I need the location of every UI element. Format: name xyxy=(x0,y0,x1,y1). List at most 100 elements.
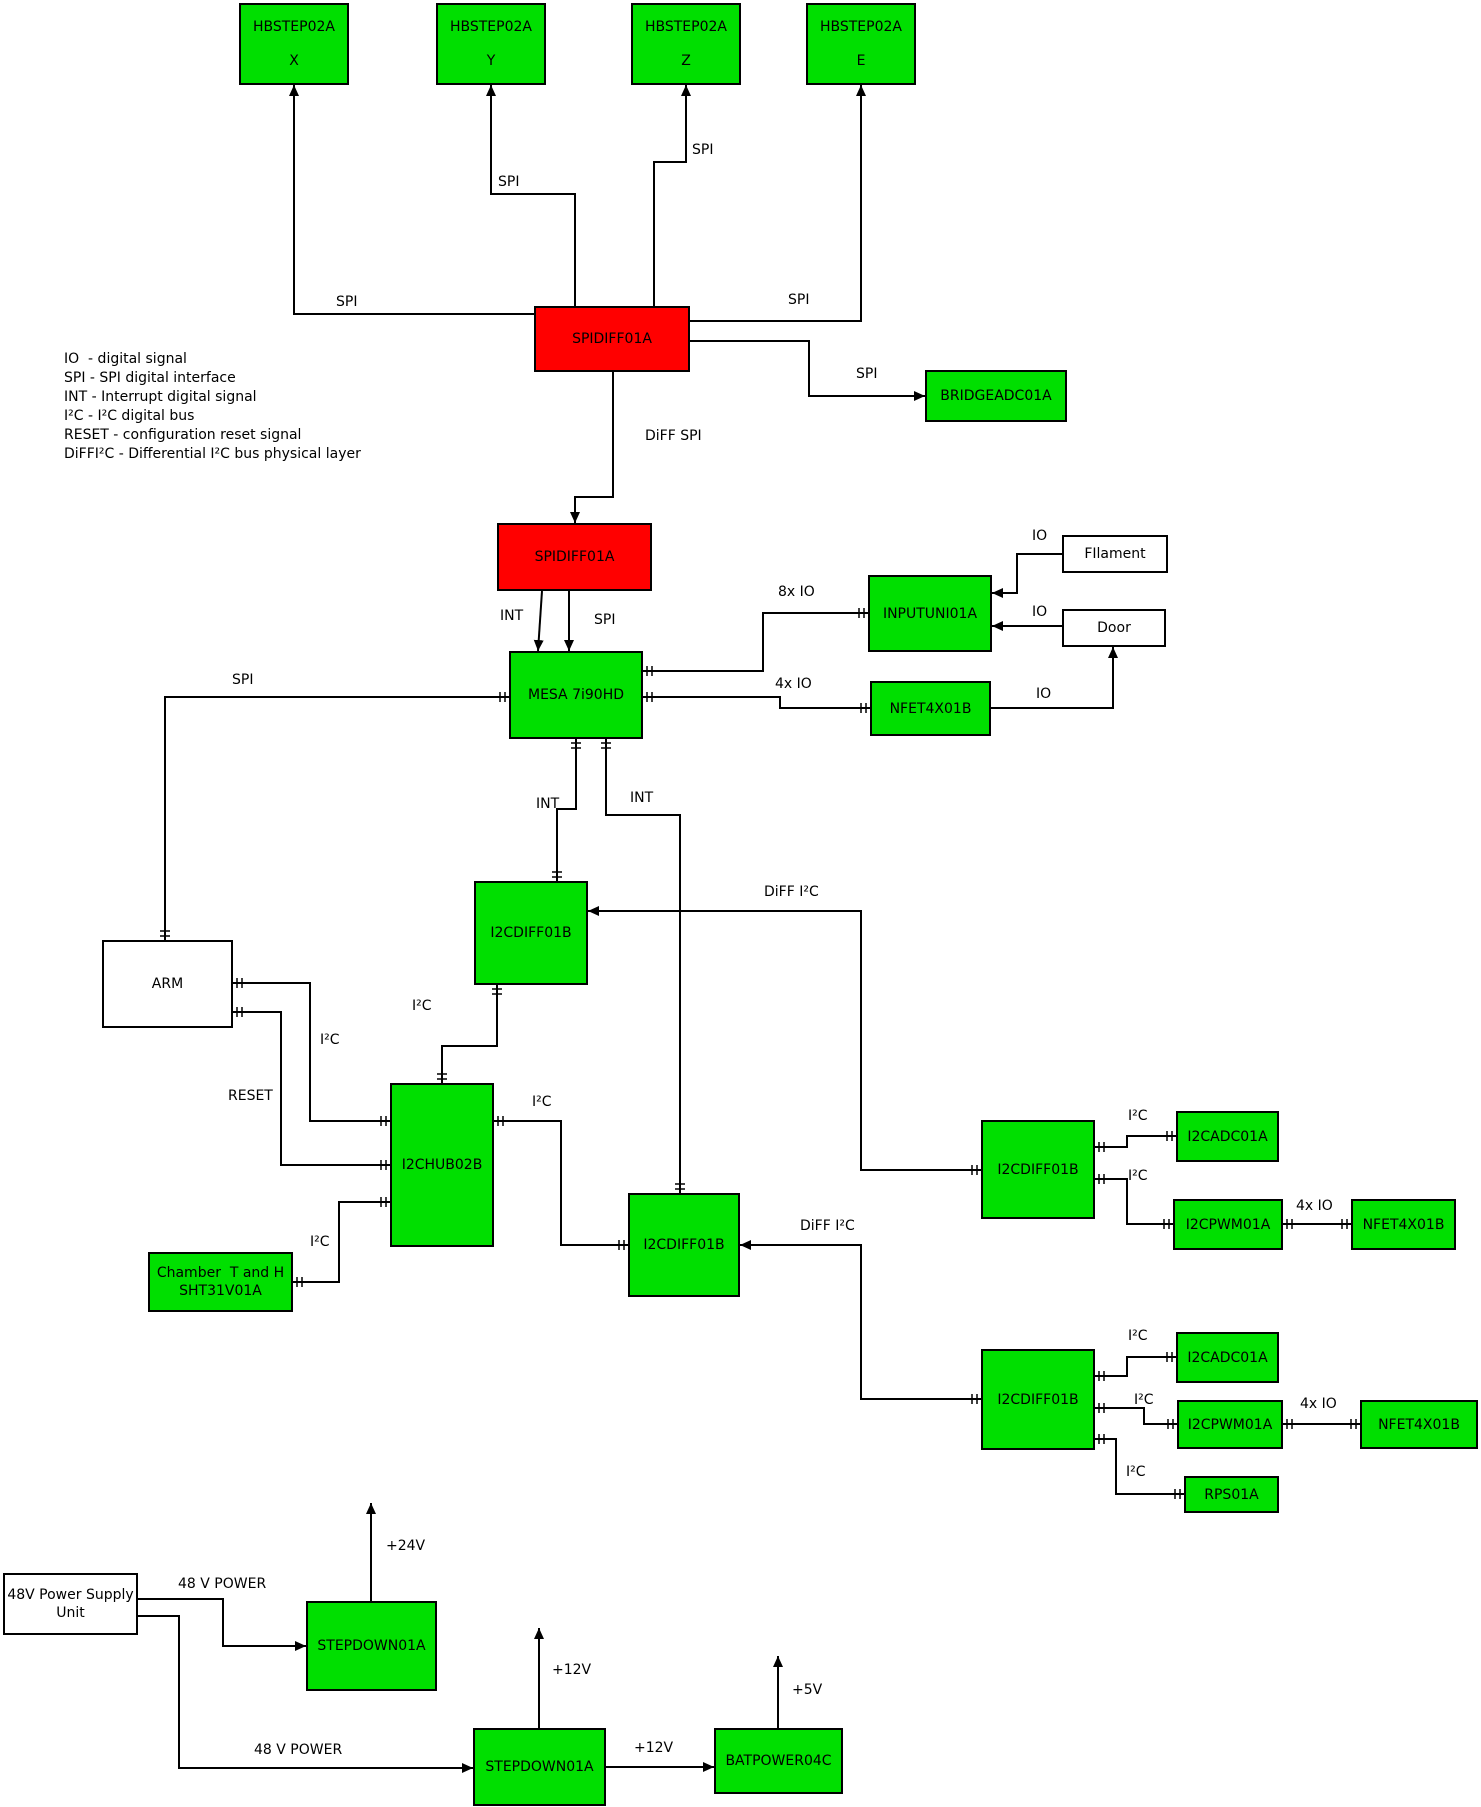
node-rps: RPS01A xyxy=(1184,1476,1279,1513)
wire-io-filament xyxy=(992,553,1062,598)
node-title: HBSTEP02A xyxy=(644,19,727,35)
wire-label-48v-1: 48 V POWER xyxy=(178,1576,267,1592)
node-nfet-top: NFET4X01B xyxy=(870,681,991,736)
wire-int-mesa-i2cdiff1 xyxy=(556,739,577,881)
node-i2cdiff-2: I2CDIFF01B xyxy=(628,1193,740,1297)
wire-i2c-pwm2 xyxy=(1095,1407,1177,1425)
wire-label-diff-i2c-1: DiFF I²C xyxy=(764,884,819,900)
wire-label-24v: +24V xyxy=(386,1538,426,1554)
wire-label-4x-io: 4x IO xyxy=(775,676,812,692)
wire-label-int-1: INT xyxy=(536,796,560,812)
node-nfet-2: NFET4X01B xyxy=(1351,1199,1456,1250)
node-hbstep-x: HBSTEP02A X xyxy=(239,3,349,85)
node-title: HBSTEP02A xyxy=(252,19,335,35)
wire-spi-x xyxy=(289,85,534,315)
node-arm: ARM xyxy=(102,940,233,1028)
node-stepdown-1: STEPDOWN01A xyxy=(306,1601,437,1691)
wire-label-spi-z: SPI xyxy=(692,142,714,158)
legend-line-reset: RESET - configuration reset signal xyxy=(64,427,302,443)
node-title: I2CADC01A xyxy=(1187,1128,1268,1145)
node-title: ARM xyxy=(151,976,184,992)
wire-label-i2c-sht: I²C xyxy=(310,1234,330,1250)
wire-label-diff-i2c-2: DiFF I²C xyxy=(800,1218,855,1234)
node-bridgeadc: BRIDGEADC01A xyxy=(925,370,1067,422)
node-title: RPS01A xyxy=(1204,1486,1259,1503)
wire-label-spi-e: SPI xyxy=(788,292,810,308)
node-hbstep-z: HBSTEP02A Z xyxy=(631,3,741,85)
node-title: I2CPWM01A xyxy=(1185,1216,1271,1233)
node-sht31: Chamber T and H SHT31V01A xyxy=(148,1252,293,1312)
wire-label-i2c-rps: I²C xyxy=(1126,1464,1146,1480)
node-subtitle: Unit xyxy=(56,1605,85,1621)
node-spidiff-mid: SPIDIFF01A xyxy=(497,523,652,591)
node-title: MESA 7i90HD xyxy=(527,687,625,703)
wire-diff-i2c-upper xyxy=(588,906,981,1171)
node-i2cdiff-1: I2CDIFF01B xyxy=(474,881,588,985)
wire-label-4x-io-2: 4x IO xyxy=(1300,1396,1337,1412)
wire-label-io-filament: IO xyxy=(1032,528,1048,544)
node-title: I2CADC01A xyxy=(1187,1349,1268,1366)
wire-label-i2c-pwm1: I²C xyxy=(1128,1168,1148,1184)
node-subtitle: SHT31V01A xyxy=(179,1283,262,1299)
node-title: I2CDIFF01B xyxy=(997,1391,1079,1408)
node-title: Chamber T and H xyxy=(156,1265,285,1281)
wire-label-i2c-diff1-hub: I²C xyxy=(412,998,432,1014)
wire-int-mesa-i2cdiff2 xyxy=(605,739,681,1193)
wire-label-48v-2: 48 V POWER xyxy=(254,1742,343,1758)
node-i2cpwm-1: I2CPWM01A xyxy=(1173,1199,1283,1250)
node-psu: 48V Power Supply Unit xyxy=(3,1573,138,1635)
wire-label-spi-mesa: SPI xyxy=(594,612,616,628)
wire-i2c-sht-hub xyxy=(293,1201,390,1283)
legend: IO - digital signal SPI - SPI digital in… xyxy=(64,350,361,464)
node-title: Door xyxy=(1097,620,1131,636)
node-subtitle: Z xyxy=(681,53,691,69)
node-i2cdiff-3: I2CDIFF01B xyxy=(981,1120,1095,1219)
node-title: SPIDIFF01A xyxy=(534,549,615,565)
wire-label-spi-y: SPI xyxy=(498,174,520,190)
wire-spi-y xyxy=(486,85,576,306)
wire-label-spi-bridge: SPI xyxy=(856,366,878,382)
node-subtitle: E xyxy=(856,53,866,69)
node-title: HBSTEP02A xyxy=(819,19,902,35)
wire-label-i2c-pwm2: I²C xyxy=(1134,1392,1154,1408)
wire-i2c-adc1 xyxy=(1095,1135,1176,1148)
wire-label-reset: RESET xyxy=(228,1088,273,1104)
legend-line-int: INT - Interrupt digital signal xyxy=(64,389,257,405)
wire-diff-spi xyxy=(570,372,614,523)
node-title: 48V Power Supply xyxy=(7,1587,134,1603)
node-spidiff-top: SPIDIFF01A xyxy=(534,306,690,372)
node-title: INPUTUNI01A xyxy=(882,605,978,622)
node-i2cdiff-4: I2CDIFF01B xyxy=(981,1349,1095,1450)
legend-line-spi: SPI - SPI digital interface xyxy=(64,370,236,386)
node-subtitle: X xyxy=(289,53,299,69)
wire-label-io-nfet: IO xyxy=(1036,686,1052,702)
node-title: I2CDIFF01B xyxy=(997,1161,1079,1178)
wire-label-int-mesa: INT xyxy=(500,608,524,624)
wire-label-12v-b: +12V xyxy=(634,1740,674,1756)
wire-spi-e xyxy=(690,85,866,322)
wire-spi-z xyxy=(653,85,691,306)
node-filament: FIlament xyxy=(1062,535,1168,573)
node-batpower: BATPOWER04C xyxy=(714,1728,843,1794)
node-title: NFET4X01B xyxy=(889,700,972,717)
wire-label-int-2: INT xyxy=(630,790,654,806)
wire-label-12v-a: +12V xyxy=(552,1662,592,1678)
node-i2cpwm-2: I2CPWM01A xyxy=(1177,1400,1283,1449)
wire-i2c-pwm1 xyxy=(1095,1178,1173,1225)
wire-label-5v: +5V xyxy=(792,1682,823,1698)
wire-48v-stepdown1 xyxy=(138,1598,306,1651)
node-title: BRIDGEADC01A xyxy=(940,388,1052,404)
node-title: SPIDIFF01A xyxy=(572,331,652,347)
wire-int-spidiff-mesa xyxy=(533,590,544,652)
wire-i2c-adc2 xyxy=(1095,1356,1176,1377)
legend-line-io: IO - digital signal xyxy=(64,351,187,367)
node-title: I2CDIFF01B xyxy=(643,1237,725,1253)
node-title: I2CHUB02B xyxy=(401,1157,483,1173)
node-title: I2CDIFF01B xyxy=(490,925,572,941)
wire-io-nfet-door xyxy=(991,647,1118,709)
wire-label-diff-spi: DiFF SPI xyxy=(645,428,702,444)
node-hbstep-y: HBSTEP02A Y xyxy=(436,3,546,85)
node-title: NFET4X01B xyxy=(1362,1216,1445,1233)
